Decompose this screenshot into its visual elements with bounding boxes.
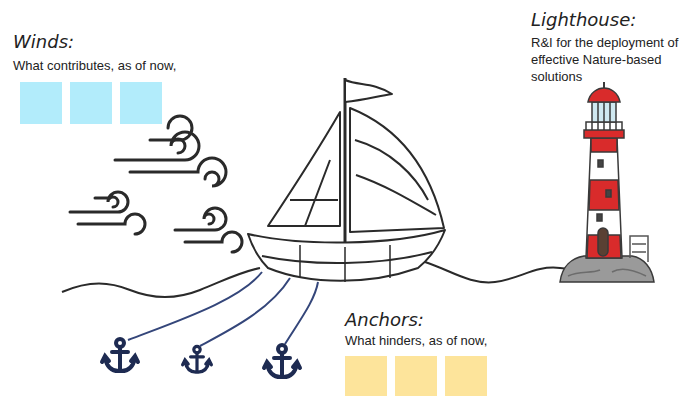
wind-sticky-notes — [20, 82, 162, 124]
anchor-ropes — [128, 272, 318, 346]
sailboat — [248, 78, 445, 282]
section-prompt: What hinders, as of now, — [345, 333, 487, 349]
sticky-note — [345, 356, 387, 396]
anchor-symbols — [102, 339, 300, 377]
lighthouse — [560, 82, 654, 282]
section-prompt: What contributes, as of now, — [13, 58, 176, 74]
sticky-note — [395, 356, 437, 396]
sticky-note — [20, 82, 62, 124]
section-heading: Lighthouse: — [531, 8, 636, 31]
sticky-note — [445, 356, 487, 396]
sticky-note — [70, 82, 112, 124]
section-heading: Winds: — [13, 30, 74, 53]
goal-text: R&I for the deployment of effective Natu… — [531, 34, 689, 85]
sticky-note — [120, 82, 162, 124]
section-heading: Anchors: — [345, 308, 424, 331]
wind-swirls — [70, 116, 242, 252]
anchor-sticky-notes — [345, 356, 487, 396]
